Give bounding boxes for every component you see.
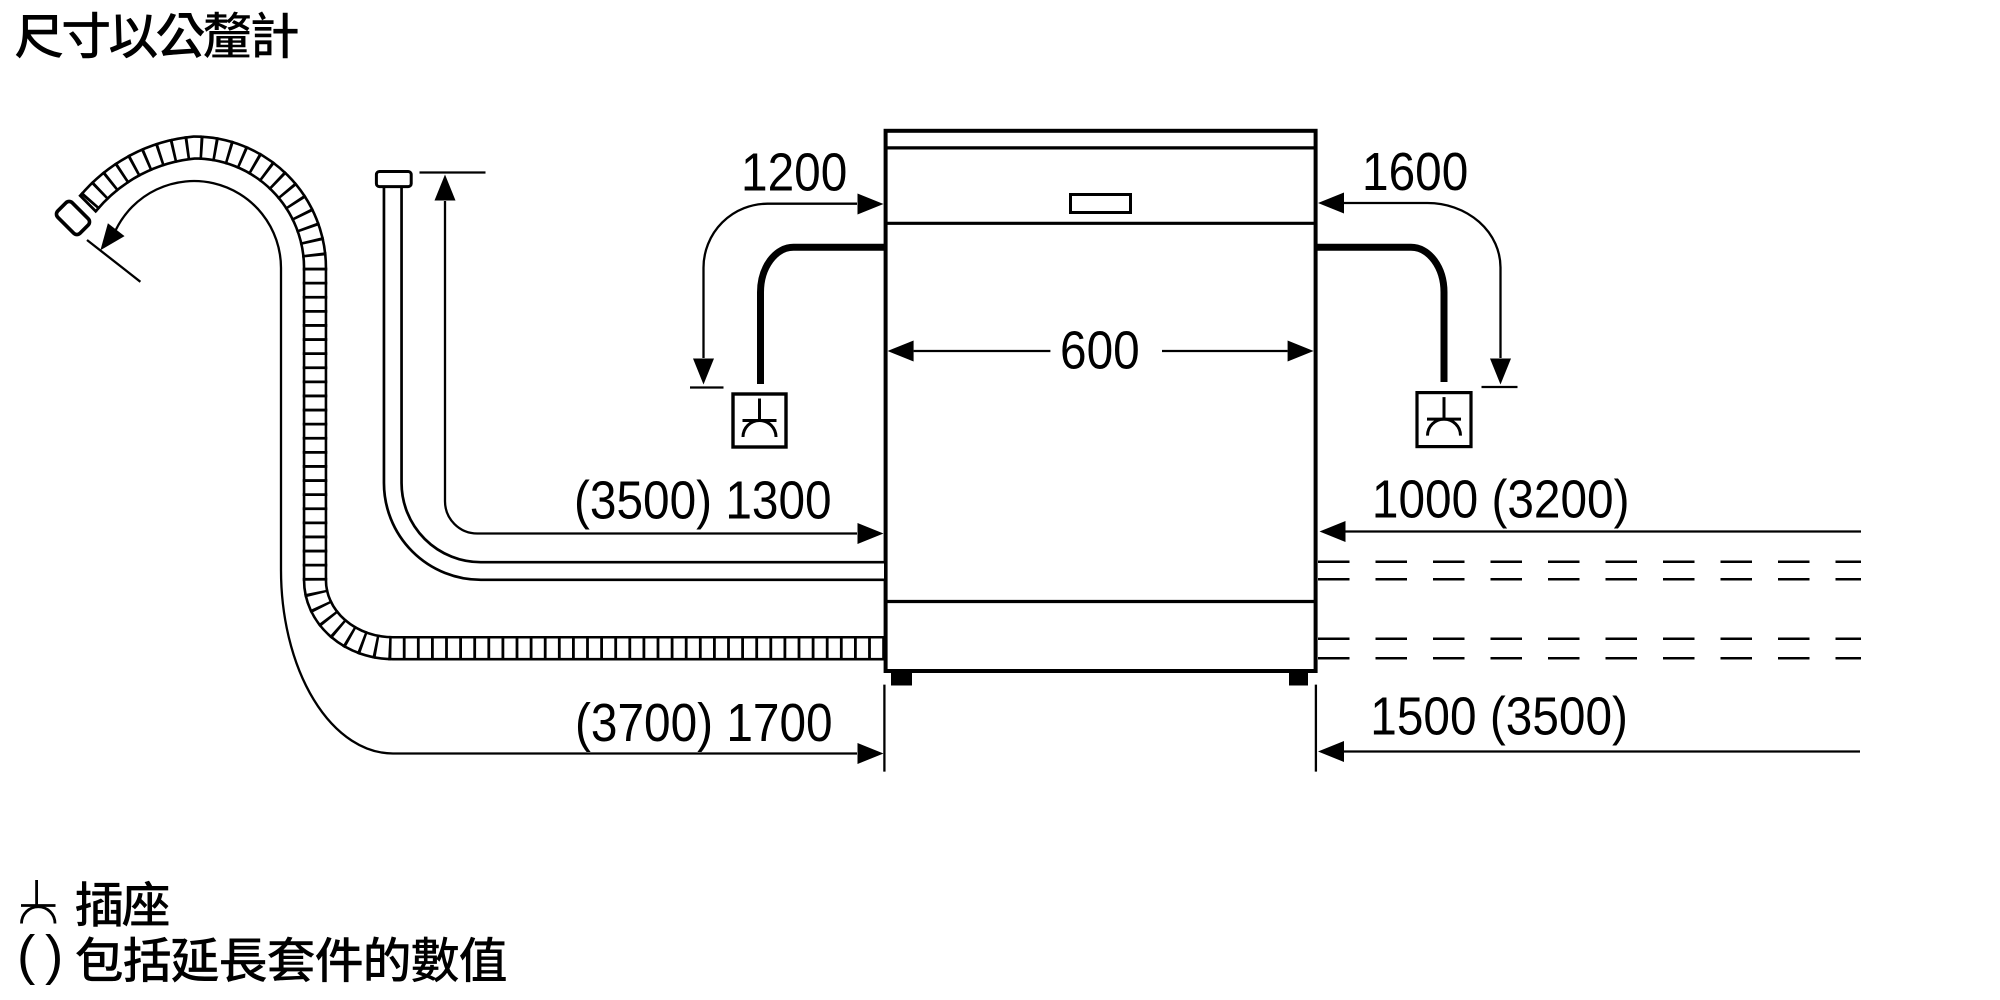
svg-text:1200: 1200 [741, 142, 847, 202]
svg-text:(3700) 1700: (3700) 1700 [575, 692, 833, 752]
svg-text:1000 (3200): 1000 (3200) [1372, 469, 1630, 529]
svg-text:1600: 1600 [1362, 141, 1468, 201]
svg-text:(3500) 1300: (3500) 1300 [574, 470, 832, 530]
svg-text:1500 (3500): 1500 (3500) [1370, 686, 1628, 746]
svg-text:): ) [45, 924, 63, 986]
svg-text:600: 600 [1060, 320, 1140, 380]
svg-text:(: ( [17, 924, 35, 986]
